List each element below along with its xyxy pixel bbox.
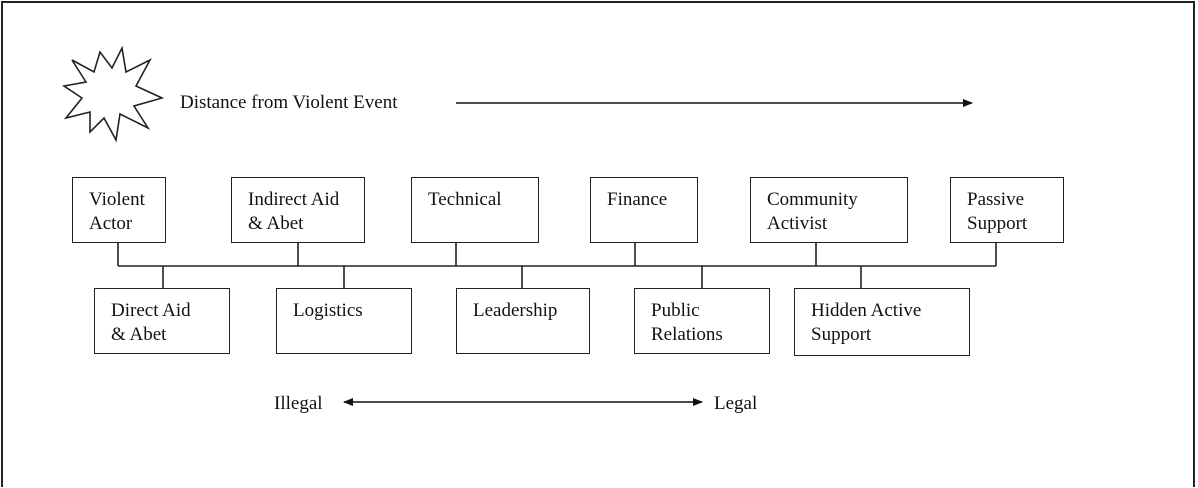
- role-box-public-relations: Public Relations: [634, 288, 770, 354]
- role-box-logistics: Logistics: [276, 288, 412, 354]
- distance-label: Distance from Violent Event: [180, 92, 398, 113]
- legal-label: Legal: [714, 393, 758, 414]
- role-box-passive-support: Passive Support: [950, 177, 1064, 243]
- role-box-community-activist: Community Activist: [750, 177, 908, 243]
- role-box-hidden-active-support: Hidden Active Support: [794, 288, 970, 356]
- role-box-technical: Technical: [411, 177, 539, 243]
- role-box-finance: Finance: [590, 177, 698, 243]
- explosion-burst-icon: [61, 45, 165, 143]
- bottom-connectors: [162, 266, 862, 288]
- illegal-label: Illegal: [274, 393, 323, 414]
- role-box-violent-actor: Violent Actor: [72, 177, 166, 243]
- role-box-leadership: Leadership: [456, 288, 590, 354]
- top-connectors: [117, 242, 997, 266]
- role-box-direct-aid-abet: Direct Aid & Abet: [94, 288, 230, 354]
- role-box-indirect-aid-abet: Indirect Aid & Abet: [231, 177, 365, 243]
